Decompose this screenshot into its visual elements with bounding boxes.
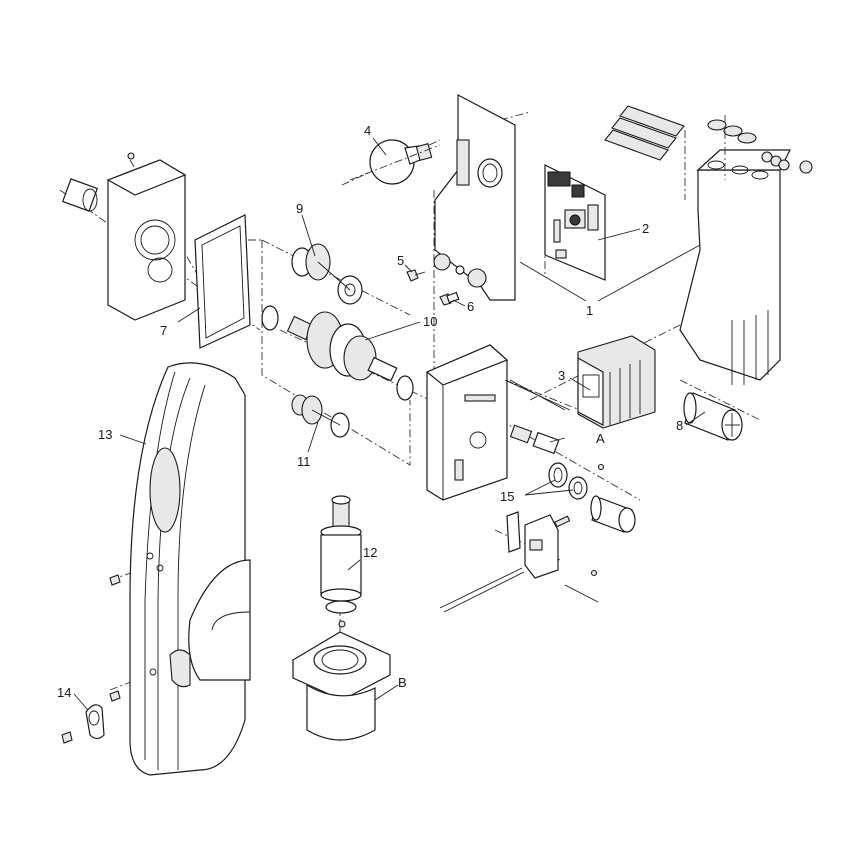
cams-part-15	[548, 462, 636, 533]
callout-8: 8	[676, 418, 684, 433]
grommets	[707, 115, 813, 180]
bulb-part-4	[349, 139, 441, 185]
callout-A: A	[596, 431, 605, 446]
callout-4: 4	[364, 123, 372, 138]
callout-13: 13	[98, 427, 113, 442]
worm-and-motor	[292, 495, 391, 741]
capacitor-part-8	[683, 392, 743, 441]
circuit-board-part-2	[544, 164, 606, 281]
callout-5: 5	[397, 253, 405, 268]
callout-12: 12	[363, 545, 378, 560]
release-bracket	[439, 511, 599, 613]
callout-14: 14	[57, 685, 72, 700]
screws-parts-5-6	[406, 269, 460, 306]
chassis-frame	[679, 149, 791, 385]
limit-switch-A	[504, 379, 571, 455]
callout-9: 9	[296, 201, 304, 216]
cover-part-13	[109, 362, 251, 776]
gearbox-housing	[61, 152, 251, 349]
callout-7: 7	[160, 323, 168, 338]
callout-15: 15	[500, 489, 515, 504]
callout-10: 10	[423, 314, 438, 329]
gearbox-cover	[425, 344, 566, 501]
callout-2: 2	[642, 221, 650, 236]
transformer-part-3	[577, 335, 656, 429]
callout-B: B	[398, 675, 407, 690]
callout-6: 6	[467, 299, 475, 314]
callout-1: 1	[586, 303, 594, 318]
key-part-14	[61, 704, 105, 744]
gear-assemblies	[261, 243, 414, 438]
leader-lines	[73, 137, 706, 711]
connector-strips	[604, 105, 685, 161]
callout-11: 11	[297, 454, 311, 469]
back-plate-part-1	[433, 94, 516, 301]
callout-3: 3	[558, 368, 566, 383]
